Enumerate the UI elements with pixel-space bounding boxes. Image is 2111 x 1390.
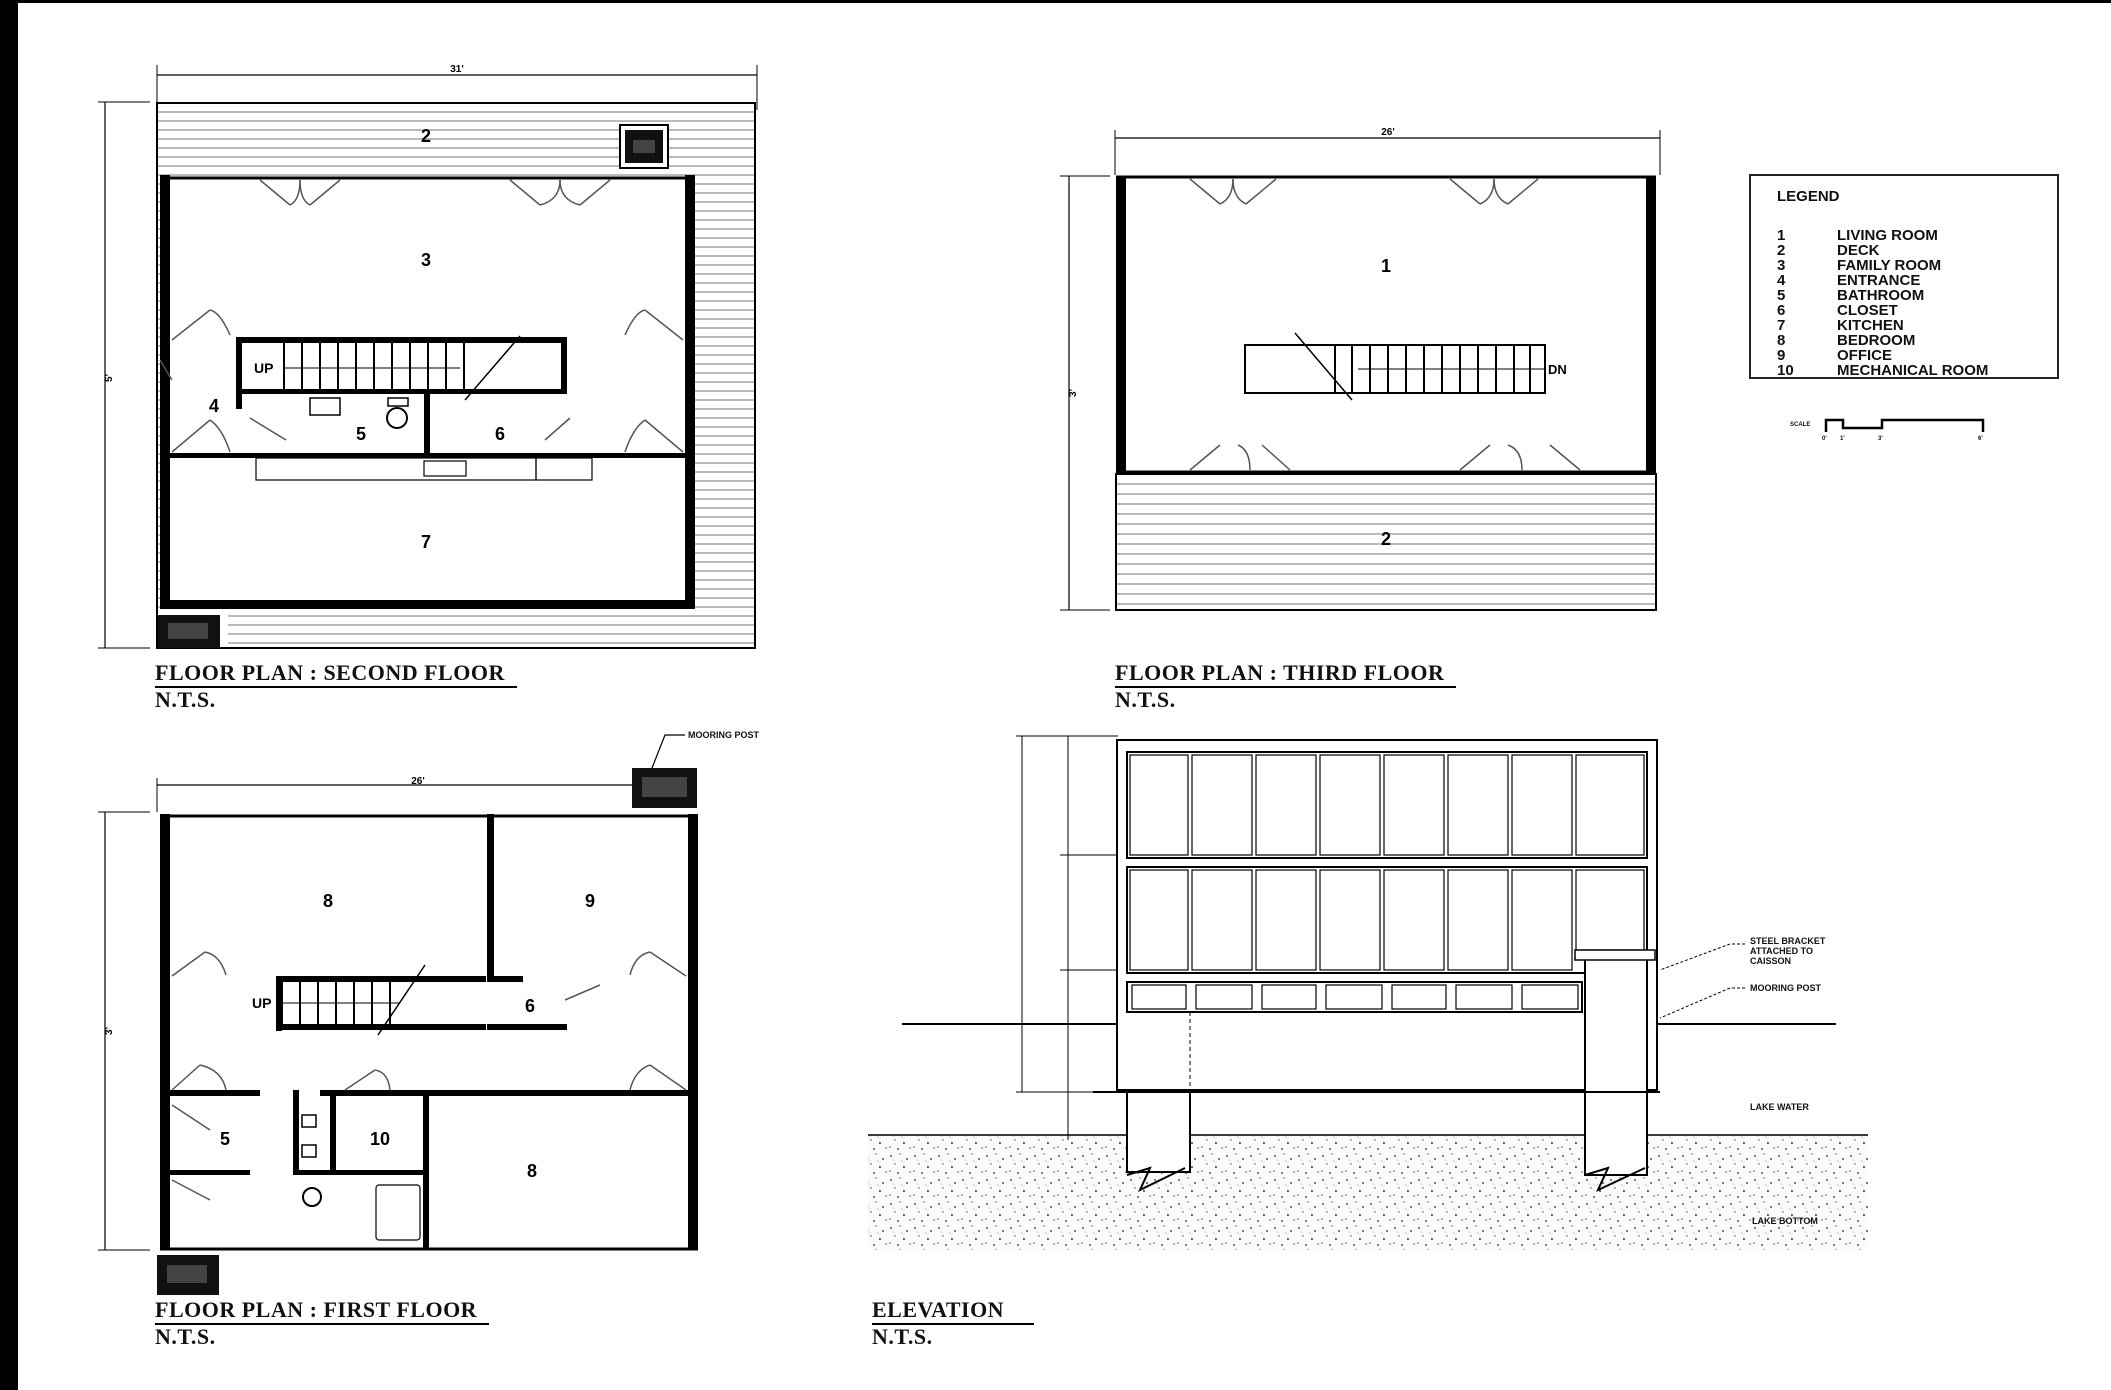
room-label-mechanical-room: 10: [370, 1129, 390, 1149]
first-floor-width-dim: 26': [411, 776, 425, 787]
room-label-bedroom-1: 8: [323, 891, 333, 911]
room-label-kitchen: 7: [421, 532, 431, 552]
svg-text:3': 3': [104, 1027, 115, 1035]
second-floor-title-block: FLOOR PLAN : SECOND FLOOR N.T.S.: [155, 660, 517, 712]
room-label-family-room: 3: [421, 250, 431, 270]
third-floor-title-block: FLOOR PLAN : THIRD FLOOR N.T.S.: [1115, 660, 1457, 712]
first-floor-plan: 26' 3': [98, 734, 698, 1295]
page-border-top: [0, 0, 2111, 3]
room-label-closet-first: 6: [525, 996, 535, 1016]
scale-tick-1: 1': [1840, 436, 1845, 442]
scale-tick-0: 0': [1822, 436, 1827, 442]
scale-tick-6: 6': [1978, 436, 1983, 442]
second-floor-scale: N.T.S.: [155, 687, 216, 712]
third-floor-stair-label: DN: [1548, 362, 1567, 377]
second-floor-plan: 31' 5': [98, 64, 758, 649]
svg-text:5': 5': [104, 374, 115, 382]
room-label-office: 9: [585, 891, 595, 911]
room-label-closet: 6: [495, 424, 505, 444]
first-floor-title: FLOOR PLAN : FIRST FLOOR: [155, 1297, 490, 1325]
elevation-scale: N.T.S.: [872, 1324, 933, 1349]
room-label-deck: 2: [421, 126, 431, 146]
third-floor-width-dim: 26': [1381, 127, 1395, 138]
mooring-post-callout-plan: MOORING POST: [688, 730, 760, 740]
scale-bar-label: SCALE: [1790, 422, 1811, 428]
room-label-entrance: 4: [209, 396, 219, 416]
room-label-living-room: 1: [1381, 256, 1391, 276]
third-floor-scale: N.T.S.: [1115, 687, 1176, 712]
second-floor-width-dim: 31': [450, 64, 464, 75]
elevation-title: ELEVATION: [872, 1297, 1035, 1325]
room-label-bedroom-2: 8: [527, 1161, 537, 1181]
mooring-post-callout-elevation: MOORING POST: [1750, 983, 1822, 993]
first-floor-stair-label: UP: [252, 995, 271, 1011]
room-label-deck-third: 2: [1381, 529, 1391, 549]
legend-title: LEGEND: [1777, 188, 1840, 205]
room-label-bathroom-first: 5: [220, 1129, 230, 1149]
room-label-bathroom: 5: [356, 424, 366, 444]
third-floor-plan: 26' 3' DN 1 2: [1060, 127, 1661, 611]
scale-tick-3: 3': [1878, 436, 1883, 442]
second-floor-stair-label: UP: [254, 360, 273, 376]
scale-bar: [1824, 418, 1985, 432]
lake-water-label: LAKE WATER: [1750, 1102, 1809, 1112]
elevation-title-block: ELEVATION N.T.S.: [872, 1297, 1035, 1349]
elevation-drawing: [868, 418, 1985, 1250]
first-floor-title-block: FLOOR PLAN : FIRST FLOOR N.T.S.: [155, 1297, 490, 1349]
second-floor-title: FLOOR PLAN : SECOND FLOOR: [155, 660, 517, 688]
svg-text:3': 3': [1068, 389, 1079, 397]
first-floor-scale: N.T.S.: [155, 1324, 216, 1349]
lake-bottom-label: LAKE BOTTOM: [1752, 1216, 1818, 1226]
page-border-left: [0, 0, 18, 1390]
steel-bracket-callout: STEEL BRACKET ATTACHED TO CAISSON: [1750, 936, 1826, 966]
third-floor-title: FLOOR PLAN : THIRD FLOOR: [1115, 660, 1457, 688]
